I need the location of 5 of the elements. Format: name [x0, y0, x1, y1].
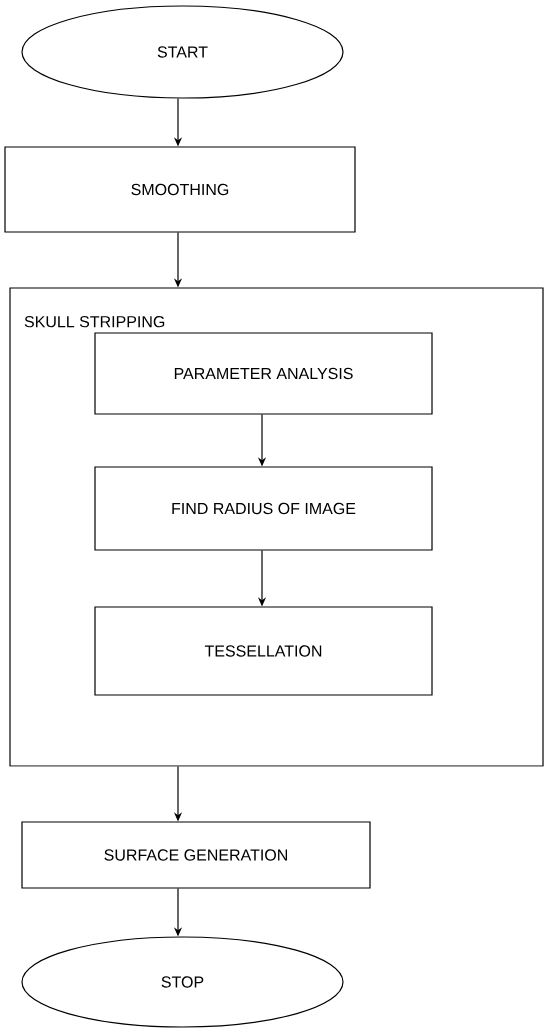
process-box: FIND RADIUS OF IMAGE [94, 466, 433, 551]
process-box: SURFACE GENERATION [21, 821, 371, 889]
process-box: PARAMETER ANALYSIS [94, 332, 433, 415]
process-box: TESSELLATION [94, 606, 433, 696]
process-box: SMOOTHING [4, 146, 356, 233]
